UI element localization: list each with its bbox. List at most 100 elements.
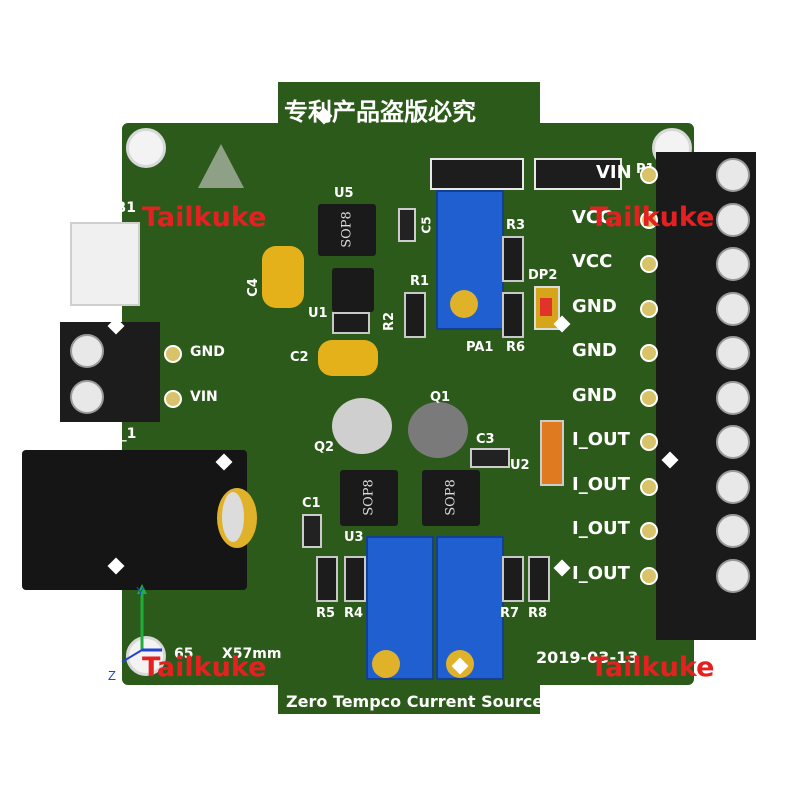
pad — [640, 566, 658, 585]
terminal-label: I_OUT — [572, 518, 630, 539]
axis-z-label: Z — [108, 668, 116, 683]
ic-u2: SOP8 — [422, 470, 480, 526]
potentiometer-right[interactable] — [436, 536, 504, 680]
label-gnd: GND — [190, 344, 225, 360]
terminal-screw[interactable] — [716, 247, 750, 281]
axis-indicator-icon — [121, 584, 162, 663]
label-swb1: SWB1 — [90, 200, 136, 216]
label-c4: C4 — [245, 278, 261, 297]
label-r5: R5 — [316, 606, 336, 621]
transistor-q2 — [332, 398, 392, 454]
axis-y-label: Y — [136, 584, 145, 599]
board-top-text: 专利产品盗版必究 — [284, 97, 476, 126]
pcb-top-tab — [278, 82, 540, 132]
pad — [640, 166, 658, 184]
terminal-screw[interactable] — [716, 514, 750, 548]
resistor-r5 — [316, 556, 338, 602]
label-u3: U3 — [344, 530, 364, 545]
pad — [640, 255, 658, 273]
terminal-screw — [70, 334, 104, 368]
pad — [640, 477, 658, 496]
label-r7: R7 — [500, 606, 520, 621]
terminal-label: VCC — [572, 251, 613, 272]
resistor-r7 — [502, 556, 524, 602]
terminal-screw[interactable] — [716, 425, 750, 459]
label-q1: Q1 — [430, 390, 451, 405]
watermark: Tailkuke — [590, 202, 715, 233]
ic-u1 — [332, 268, 374, 312]
label-c2: C2 — [290, 350, 309, 365]
label-r4: R4 — [344, 606, 364, 621]
resistor-r6 — [502, 292, 524, 338]
terminal-screw[interactable] — [716, 558, 750, 593]
watermark: Tailkuke — [590, 652, 715, 683]
potentiometer-pa1[interactable] — [436, 190, 504, 330]
label-dp2: DP2 — [528, 268, 558, 283]
label-r6: R6 — [506, 340, 526, 355]
label-r8: R8 — [528, 606, 548, 621]
label-r3: R3 — [506, 218, 526, 233]
terminal-screw[interactable] — [716, 158, 750, 192]
capacitor-c2 — [318, 340, 378, 376]
switch-swb1[interactable] — [70, 222, 140, 306]
mounting-hole — [126, 128, 166, 168]
watermark: Tailkuke — [142, 202, 267, 233]
capacitor-c3 — [470, 448, 510, 468]
board-bottom-text: Zero Tempco Current Source — [286, 692, 544, 711]
terminal-screw[interactable] — [716, 380, 750, 415]
label-vin: VIN — [190, 389, 218, 405]
pot-adjust-screw[interactable] — [372, 650, 400, 678]
chip-marking: SOP8 — [361, 479, 377, 516]
terminal-label: VIN — [596, 162, 632, 183]
pad — [164, 390, 182, 408]
diode — [540, 420, 564, 486]
potentiometer-left[interactable] — [366, 536, 434, 680]
led-lens — [540, 298, 552, 316]
pad — [164, 345, 182, 363]
label-q2: Q2 — [314, 440, 335, 455]
terminal-screw[interactable] — [716, 202, 750, 237]
terminal-label: GND — [572, 295, 617, 317]
resistor-r8 — [528, 556, 550, 602]
label-c3: C3 — [476, 432, 495, 447]
label-c1: C1 — [302, 496, 321, 511]
capacitor-c1 — [302, 514, 322, 548]
dc-barrel-jack — [22, 450, 257, 590]
label-c5: C5 — [419, 216, 434, 234]
resistor-r3 — [502, 236, 524, 282]
pot-adjust-screw[interactable] — [450, 290, 478, 318]
terminal-screw[interactable] — [716, 469, 750, 504]
header-pins-2 — [534, 158, 622, 190]
capacitor-c5 — [398, 208, 416, 242]
warning-triangle-icon — [198, 144, 244, 188]
terminal-label: VCC — [572, 206, 613, 228]
pad — [640, 299, 658, 318]
label-r1: R1 — [410, 274, 430, 289]
ic-u3: SOP8 — [340, 470, 398, 526]
label-u2: U2 — [510, 458, 530, 473]
resistor-r4 — [344, 556, 366, 602]
board-size-prefix: 65 — [174, 646, 194, 662]
label-r2: R2 — [382, 311, 398, 332]
resistor-r2 — [332, 312, 370, 334]
power-terminal-block — [60, 322, 160, 422]
ic-u5: SOP8 — [318, 204, 376, 256]
terminal-screw[interactable] — [716, 336, 750, 370]
terminal-screw — [70, 380, 104, 414]
chip-marking: SOP8 — [443, 479, 459, 516]
terminal-label: I_OUT — [572, 473, 630, 495]
board-size-text: X57mm — [222, 646, 282, 662]
label-u1: U1 — [308, 306, 328, 321]
terminal-screw[interactable] — [716, 291, 750, 326]
chip-marking: SOP8 — [339, 211, 355, 248]
header-pins-1 — [430, 158, 524, 190]
terminal-label: I_OUT — [572, 562, 630, 584]
watermark: Tailkuke — [142, 652, 267, 683]
pad — [640, 388, 658, 407]
resistor-r1 — [404, 292, 426, 338]
pad — [640, 433, 658, 451]
terminal-label: I_OUT — [572, 429, 630, 450]
label-u5: U5 — [334, 186, 354, 201]
jack-barrel — [222, 492, 244, 542]
terminal-label: GND — [572, 340, 617, 361]
